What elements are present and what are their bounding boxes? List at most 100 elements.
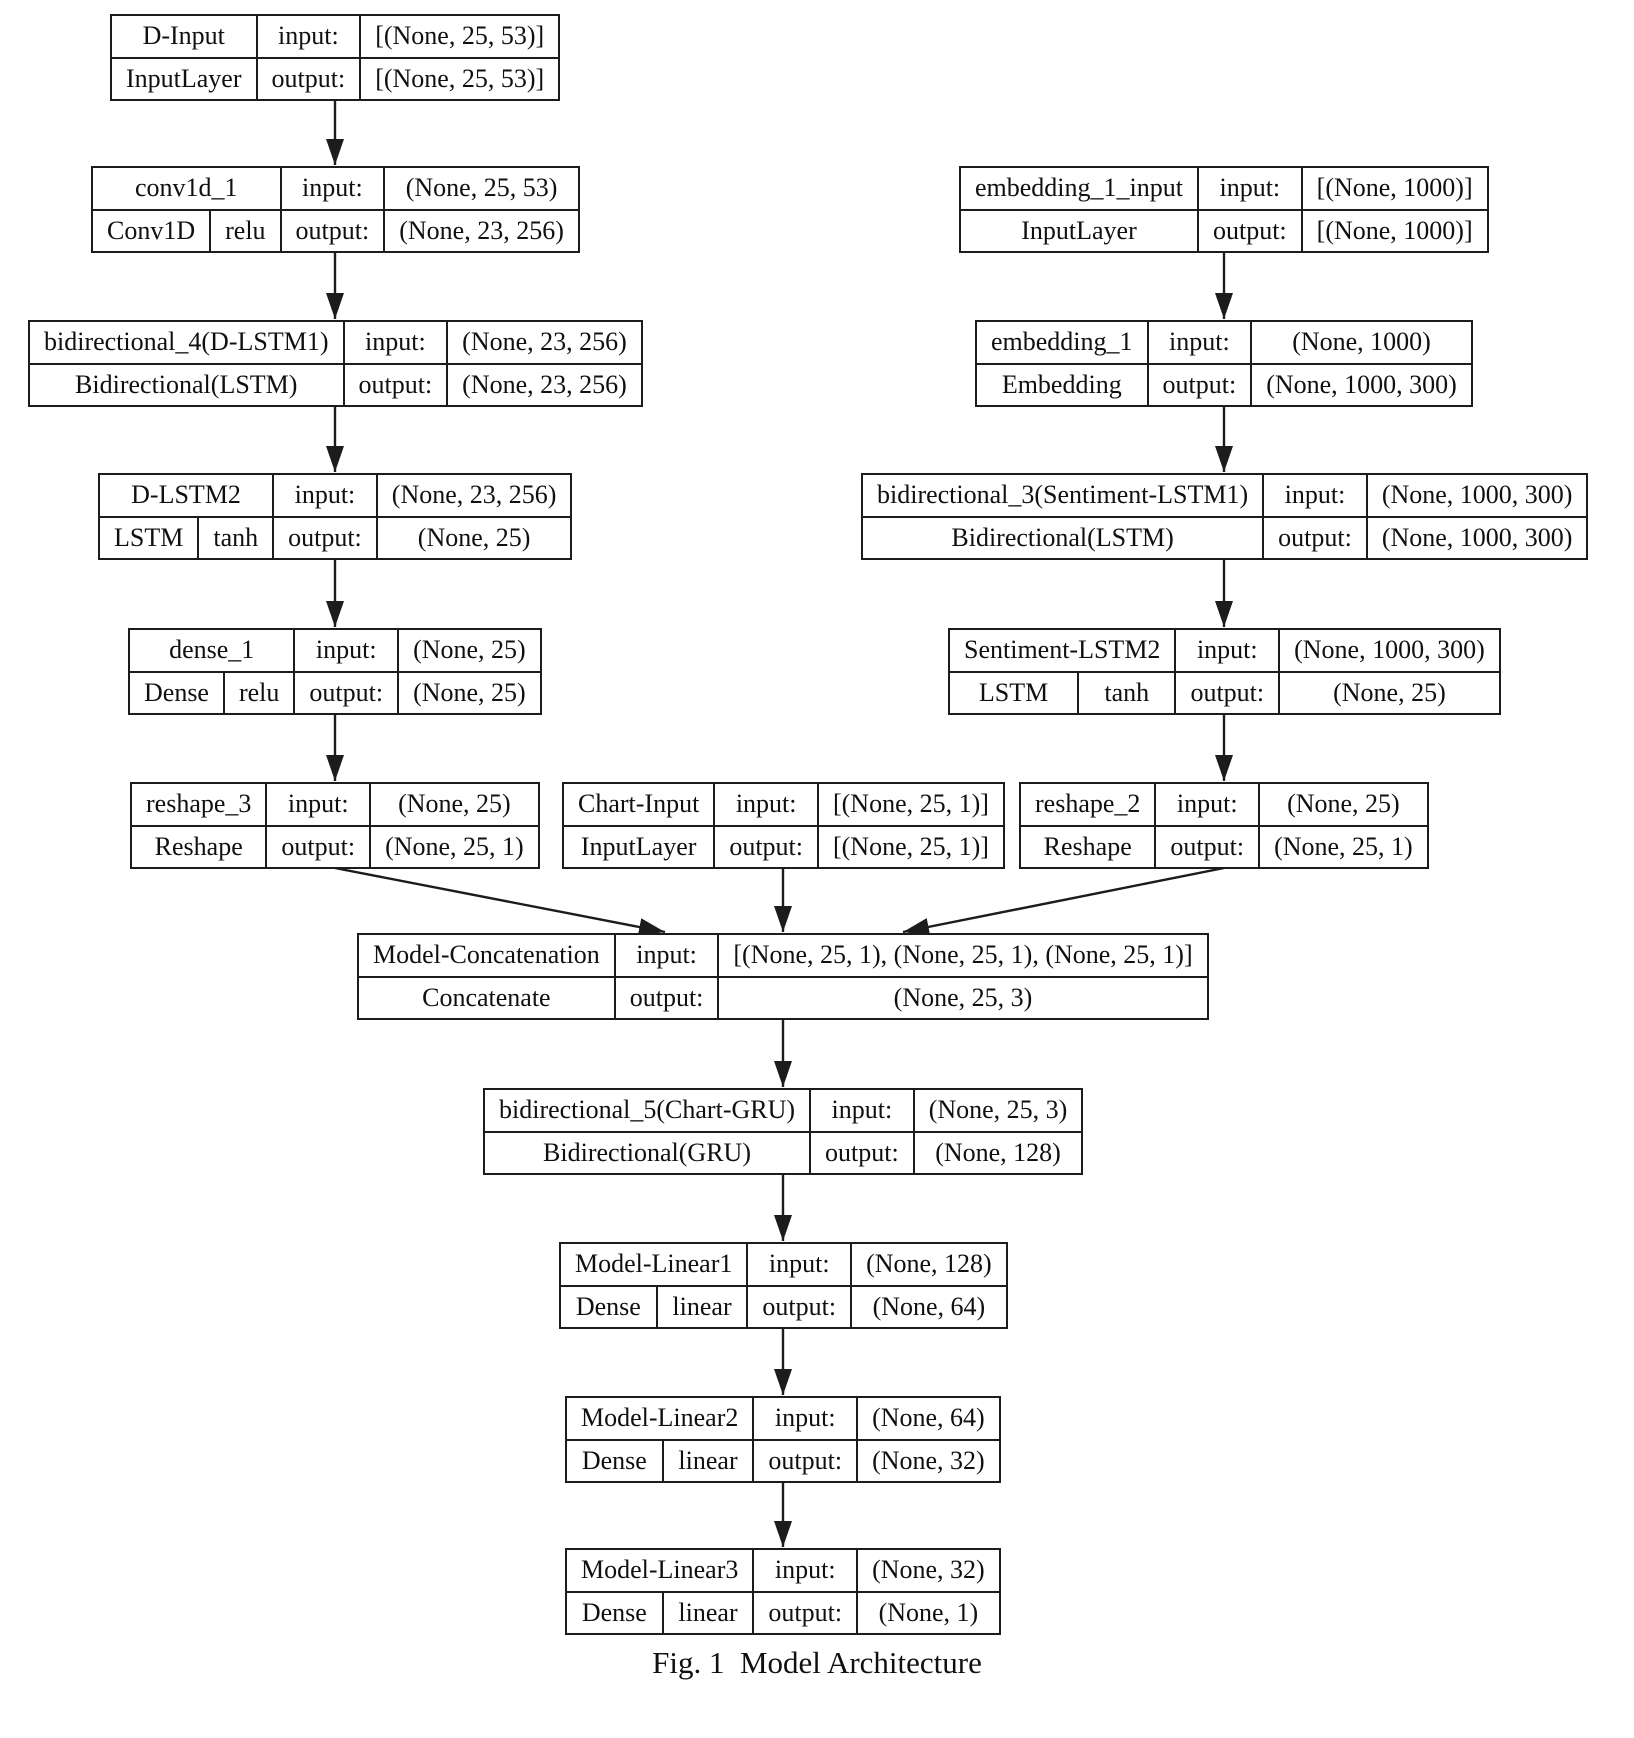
input-shape-cell: (None, 25) (369, 782, 540, 827)
layer-name-cell: Sentiment-LSTM2 (947, 628, 1177, 673)
layer-name-cell: Model-Concatenation (357, 933, 616, 978)
input-shape-cell: [(None, 25, 1)] (816, 782, 1005, 827)
output-shape-cell: (None, 23, 256) (383, 208, 580, 253)
output-shape-cell: [(None, 25, 53)] (359, 56, 561, 101)
layer-node-bidirectional-3: bidirectional_3(Sentiment-LSTM1)input:(N… (860, 473, 1589, 560)
input-label-cell: input: (1196, 166, 1303, 211)
layer-type-cell: LSTM (97, 515, 200, 560)
layer-record-bidirectional-4: bidirectional_4(D-LSTM1)input:(None, 23,… (28, 320, 643, 407)
input-shape-cell: (None, 128) (850, 1242, 1008, 1287)
edge-reshape-2-to-model-concatenation (902, 866, 1225, 936)
input-label-cell: input: (746, 1242, 853, 1287)
layer-type-cell: Concatenate (357, 975, 616, 1020)
input-shape-cell: (None, 25, 53) (383, 166, 580, 211)
output-label-cell: output: (752, 1590, 859, 1635)
input-label-cell: input: (613, 933, 720, 978)
input-label-cell: input: (1174, 628, 1281, 673)
layer-type-cell: InputLayer (110, 56, 258, 101)
layer-type-cell: Dense (565, 1438, 664, 1483)
layer-name-cell: reshape_3 (129, 782, 268, 827)
output-label-cell: output: (255, 56, 362, 101)
input-shape-cell: (None, 1000, 300) (1365, 473, 1589, 518)
output-shape-cell: (None, 64) (850, 1284, 1008, 1329)
activation-cell: tanh (1077, 670, 1177, 715)
layer-name-cell: Chart-Input (561, 782, 716, 827)
input-label-cell: input: (255, 14, 362, 59)
output-label-cell: output: (279, 208, 386, 253)
output-label-cell: output: (342, 362, 449, 407)
output-label-cell: output: (1174, 670, 1281, 715)
input-label-cell: input: (713, 782, 819, 827)
layer-type-cell: InputLayer (959, 208, 1199, 253)
output-shape-cell: (None, 1) (856, 1590, 1001, 1635)
layer-name-cell: bidirectional_3(Sentiment-LSTM1) (860, 473, 1265, 518)
input-shape-cell: (None, 23, 256) (375, 473, 573, 518)
layer-type-cell: Embedding (975, 362, 1149, 407)
layer-name-cell: Model-Linear2 (564, 1396, 755, 1441)
output-shape-cell: (None, 25) (397, 670, 542, 715)
output-label-cell: output: (1196, 208, 1303, 253)
layer-type-cell: LSTM (947, 670, 1080, 715)
layer-type-cell: Bidirectional(LSTM) (860, 515, 1265, 560)
input-shape-cell: (None, 1000, 300) (1278, 628, 1501, 673)
output-shape-cell: [(None, 25, 1)] (816, 824, 1005, 869)
input-label-cell: input: (293, 628, 400, 673)
input-shape-cell: (None, 23, 256) (446, 320, 643, 365)
layer-type-cell: Bidirectional(LSTM) (28, 362, 345, 407)
output-label-cell: output: (293, 670, 400, 715)
output-shape-cell: (None, 25, 1) (1258, 824, 1429, 869)
output-shape-cell: (None, 25, 1) (369, 824, 540, 869)
input-label-cell: input: (265, 782, 372, 827)
layer-type-cell: Dense (565, 1590, 664, 1635)
edge-reshape-3-to-model-concatenation (334, 866, 666, 936)
layer-name-cell: D-LSTM2 (97, 473, 275, 518)
output-label-cell: output: (746, 1284, 853, 1329)
activation-cell: relu (209, 208, 282, 253)
input-label-cell: input: (752, 1396, 859, 1441)
output-shape-cell: (None, 1000, 300) (1365, 515, 1589, 560)
layer-name-cell: dense_1 (127, 628, 296, 673)
layer-type-cell: Bidirectional(GRU) (482, 1130, 812, 1175)
input-shape-cell: (None, 1000) (1250, 320, 1473, 365)
output-label-cell: output: (265, 824, 372, 869)
input-label-cell: input: (809, 1088, 915, 1133)
layer-type-cell: Dense (559, 1284, 658, 1329)
output-shape-cell: (None, 32) (856, 1438, 1001, 1483)
input-label-cell: input: (279, 166, 386, 211)
output-label-cell: output: (272, 515, 378, 560)
layer-type-cell: Conv1D (90, 208, 212, 253)
input-label-cell: input: (342, 320, 449, 365)
output-label-cell: output: (752, 1438, 859, 1483)
layer-name-cell: embedding_1_input (959, 166, 1199, 211)
layer-name-cell: D-Input (110, 14, 258, 59)
activation-cell: linear (655, 1284, 749, 1329)
layer-type-cell: Dense (128, 670, 225, 715)
input-shape-cell: [(None, 1000)] (1300, 166, 1489, 211)
layer-record-bidirectional-5: bidirectional_5(Chart-GRU)input:(None, 2… (482, 1088, 1084, 1175)
activation-cell: tanh (197, 515, 275, 560)
input-label-cell: input: (272, 473, 378, 518)
input-shape-cell: (None, 64) (856, 1396, 1001, 1441)
figure-caption: Fig. 1 Model Architecture (652, 1645, 982, 1680)
output-shape-cell: (None, 25) (1278, 670, 1501, 715)
input-shape-cell: (None, 25) (397, 628, 542, 673)
